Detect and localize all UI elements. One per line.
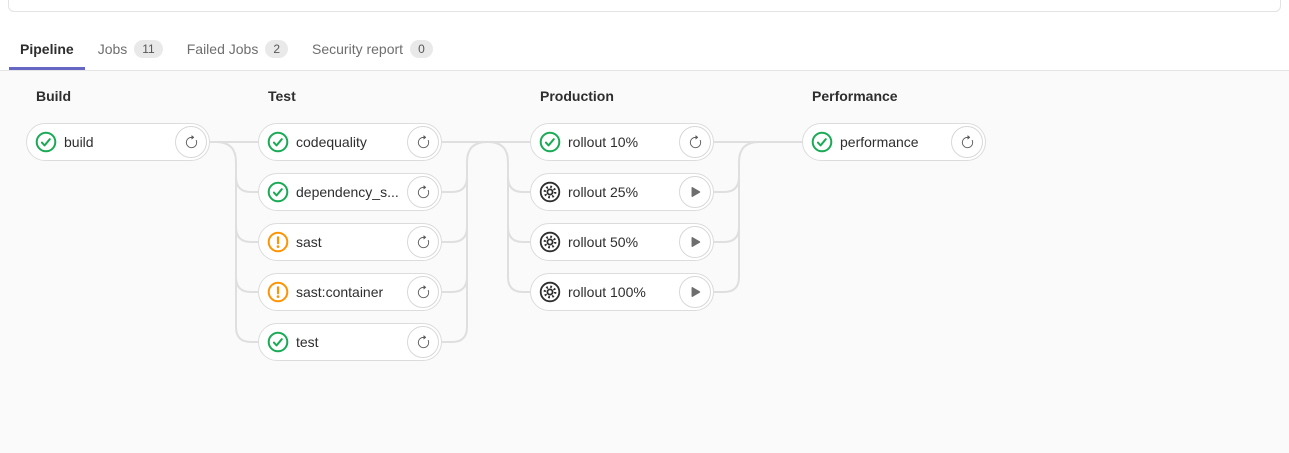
status-manual-icon [539, 181, 561, 203]
status-success-icon [539, 131, 561, 153]
retry-icon [416, 284, 431, 300]
retry-icon [416, 134, 431, 150]
tab-failed-jobs[interactable]: Failed Jobs 2 [175, 28, 300, 70]
stage-header-test: Test [268, 88, 296, 104]
play-button[interactable] [679, 176, 711, 208]
retry-button[interactable] [175, 126, 207, 158]
job-label: test [296, 334, 319, 350]
status-warning-icon [267, 281, 289, 303]
tab-badge: 2 [265, 40, 289, 58]
stage-header-build: Build [36, 88, 71, 104]
status-success-icon [267, 331, 289, 353]
job-sast[interactable]: sast [258, 223, 442, 261]
retry-button[interactable] [407, 326, 439, 358]
job-label: performance [840, 134, 919, 150]
job-label: build [64, 134, 94, 150]
job-label: rollout 10% [568, 134, 639, 150]
status-success-icon [267, 131, 289, 153]
status-success-icon [35, 131, 57, 153]
status-manual-icon [539, 231, 561, 253]
tab-security-report[interactable]: Security report 0 [300, 28, 445, 70]
status-success-icon [267, 181, 289, 203]
job-label: sast:container [296, 284, 384, 300]
play-icon [688, 235, 702, 249]
tab-badge: 11 [134, 40, 163, 58]
job-label: rollout 50% [568, 234, 639, 250]
retry-icon [416, 334, 431, 350]
status-manual-icon [539, 281, 561, 303]
job-codequality[interactable]: codequality [258, 123, 442, 161]
pipeline-tab-bar: Pipeline Jobs 11 Failed Jobs 2 Security repor… [8, 28, 445, 70]
retry-button[interactable] [407, 176, 439, 208]
retry-button[interactable] [407, 276, 439, 308]
play-button[interactable] [679, 226, 711, 258]
job-label: rollout 25% [568, 184, 639, 200]
tab-label: Failed Jobs [186, 41, 259, 57]
job-build[interactable]: build [26, 123, 210, 161]
tab-bar-divider [0, 70, 1289, 71]
active-tab-underline [9, 67, 85, 70]
retry-button[interactable] [679, 126, 711, 158]
tab-pipeline[interactable]: Pipeline [8, 28, 86, 70]
tab-label: Jobs [97, 41, 128, 57]
job-dependency-s[interactable]: dependency_s... [258, 173, 442, 211]
job-rollout-100[interactable]: rollout 100% [530, 273, 714, 311]
retry-button[interactable] [407, 126, 439, 158]
status-success-icon [811, 131, 833, 153]
job-performance[interactable]: performance [802, 123, 986, 161]
job-label: codequality [296, 134, 367, 150]
retry-button[interactable] [951, 126, 983, 158]
play-button[interactable] [679, 276, 711, 308]
tab-jobs[interactable]: Jobs 11 [86, 28, 175, 70]
retry-button[interactable] [407, 226, 439, 258]
stage-header-production: Production [540, 88, 614, 104]
retry-icon [184, 134, 199, 150]
retry-icon [416, 234, 431, 250]
job-rollout-50[interactable]: rollout 50% [530, 223, 714, 261]
play-icon [688, 185, 702, 199]
job-sast-container[interactable]: sast:container [258, 273, 442, 311]
tab-badge: 0 [410, 40, 433, 58]
commit-card-bottom-edge [8, 0, 1281, 12]
stage-header-performance: Performance [812, 88, 898, 104]
tab-label: Pipeline [20, 41, 74, 57]
play-icon [688, 285, 702, 299]
job-label: dependency_s... [296, 184, 399, 200]
job-rollout-25[interactable]: rollout 25% [530, 173, 714, 211]
retry-icon [688, 134, 703, 150]
job-label: rollout 100% [568, 284, 646, 300]
retry-icon [960, 134, 975, 150]
retry-icon [416, 184, 431, 200]
status-warning-icon [267, 231, 289, 253]
tab-label: Security report [312, 41, 404, 57]
job-rollout-10[interactable]: rollout 10% [530, 123, 714, 161]
job-test[interactable]: test [258, 323, 442, 361]
job-label: sast [296, 234, 322, 250]
